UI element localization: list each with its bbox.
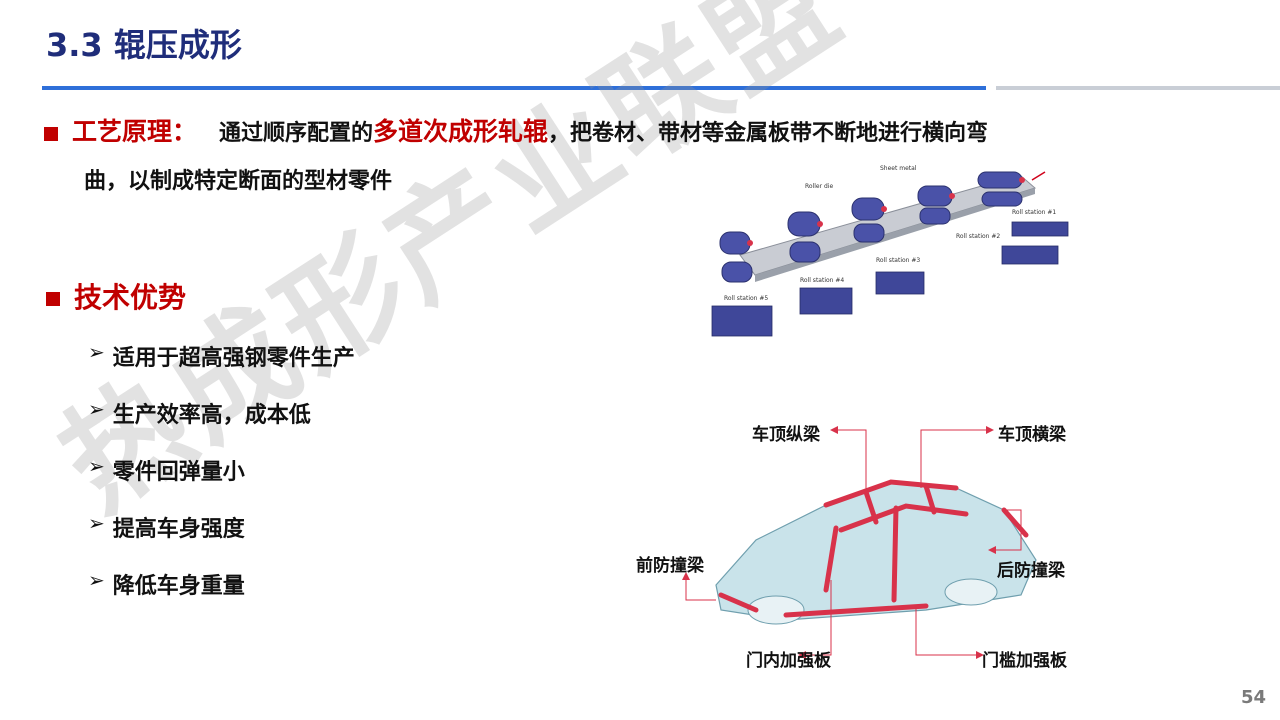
label-sheet-metal: Sheet metal: [880, 165, 917, 172]
principle-highlight: 多道次成形轧辊: [373, 117, 549, 146]
label-station-5: Roll station #5: [724, 295, 768, 302]
label-front-bumper-beam: 前防撞梁: [636, 556, 704, 576]
list-item-text: 降低车身重量: [112, 574, 245, 599]
list-item-text: 提高车身强度: [112, 517, 245, 542]
list-item-text: 零件回弹量小: [112, 460, 245, 485]
principle-text-after: ，把卷材、带材等金属板带不断地进行横向弯: [548, 121, 989, 146]
list-item: ➢ 提高车身强度: [88, 511, 355, 568]
label-door-inner-reinforcement: 门内加强板: [746, 651, 831, 671]
label-roller-die: Roller die: [805, 183, 833, 190]
label-station-2: Roll station #2: [956, 233, 1000, 240]
principle-line-2: 曲，以制成特定断面的型材零件: [84, 169, 393, 194]
label-station-1: Roll station #1: [1012, 209, 1056, 216]
list-item-text: 生产效率高，成本低: [112, 403, 311, 428]
feed-arrow: [1031, 171, 1046, 181]
arrow-bullet-icon: ➢: [88, 511, 105, 535]
label-roof-cross-beam: 车顶横梁: [998, 425, 1066, 445]
label-roof-side-rail: 车顶纵梁: [752, 425, 820, 445]
title-divider-gray: [996, 86, 1280, 90]
list-item-text: 适用于超高强钢零件生产: [112, 346, 355, 371]
arrow-bullet-icon: ➢: [88, 568, 105, 592]
title-divider-blue: [42, 86, 986, 90]
station-profiles: [711, 221, 1069, 337]
callout-lines: [685, 429, 1022, 656]
principle-paragraph: 工艺原理：通过顺序配置的多道次成形轧辊，把卷材、带材等金属板带不断地进行横向弯 …: [44, 114, 1204, 194]
roller-hubs: [747, 177, 1025, 246]
structural-members: [718, 479, 1029, 618]
principle-text-before: 通过顺序配置的: [219, 121, 374, 146]
list-item: ➢ 零件回弹量小: [88, 454, 355, 511]
list-item: ➢ 适用于超高强钢零件生产: [88, 340, 355, 397]
rear-wheel-arch: [944, 578, 998, 606]
advantages-heading-text: 技术优势: [74, 281, 187, 314]
square-bullet-icon: [46, 292, 60, 306]
principle-label: 工艺原理：: [72, 117, 198, 146]
label-station-3: Roll station #3: [876, 257, 920, 264]
arrow-bullet-icon: ➢: [88, 397, 105, 421]
label-station-4: Roll station #4: [800, 277, 844, 284]
list-item: ➢ 生产效率高，成本低: [88, 397, 355, 454]
callout-arrowheads: [682, 426, 996, 659]
roller-set: [719, 171, 1023, 283]
car-body-diagram: [682, 426, 1037, 659]
roll-forming-diagram: Sheet metal Roller die Roll station #1 R…: [711, 165, 1069, 337]
label-sill-reinforcement: 门槛加强板: [982, 651, 1067, 671]
advantages-heading: 技术优势: [46, 276, 186, 316]
sheet-strip-edge: [755, 188, 1035, 282]
list-item: ➢ 降低车身重量: [88, 568, 355, 625]
slide-title: 3.3 辊压成形: [46, 26, 242, 64]
arrow-bullet-icon: ➢: [88, 340, 105, 364]
advantages-list: ➢适用于超高强钢零件生产 ➢生产效率高，成本低 ➢零件回弹量小 ➢提高车身强度 …: [88, 340, 355, 625]
page-number: 54: [1240, 687, 1266, 708]
arrow-bullet-icon: ➢: [88, 454, 105, 478]
label-rear-bumper-beam: 后防撞梁: [997, 561, 1065, 581]
square-bullet-icon: [44, 127, 58, 141]
